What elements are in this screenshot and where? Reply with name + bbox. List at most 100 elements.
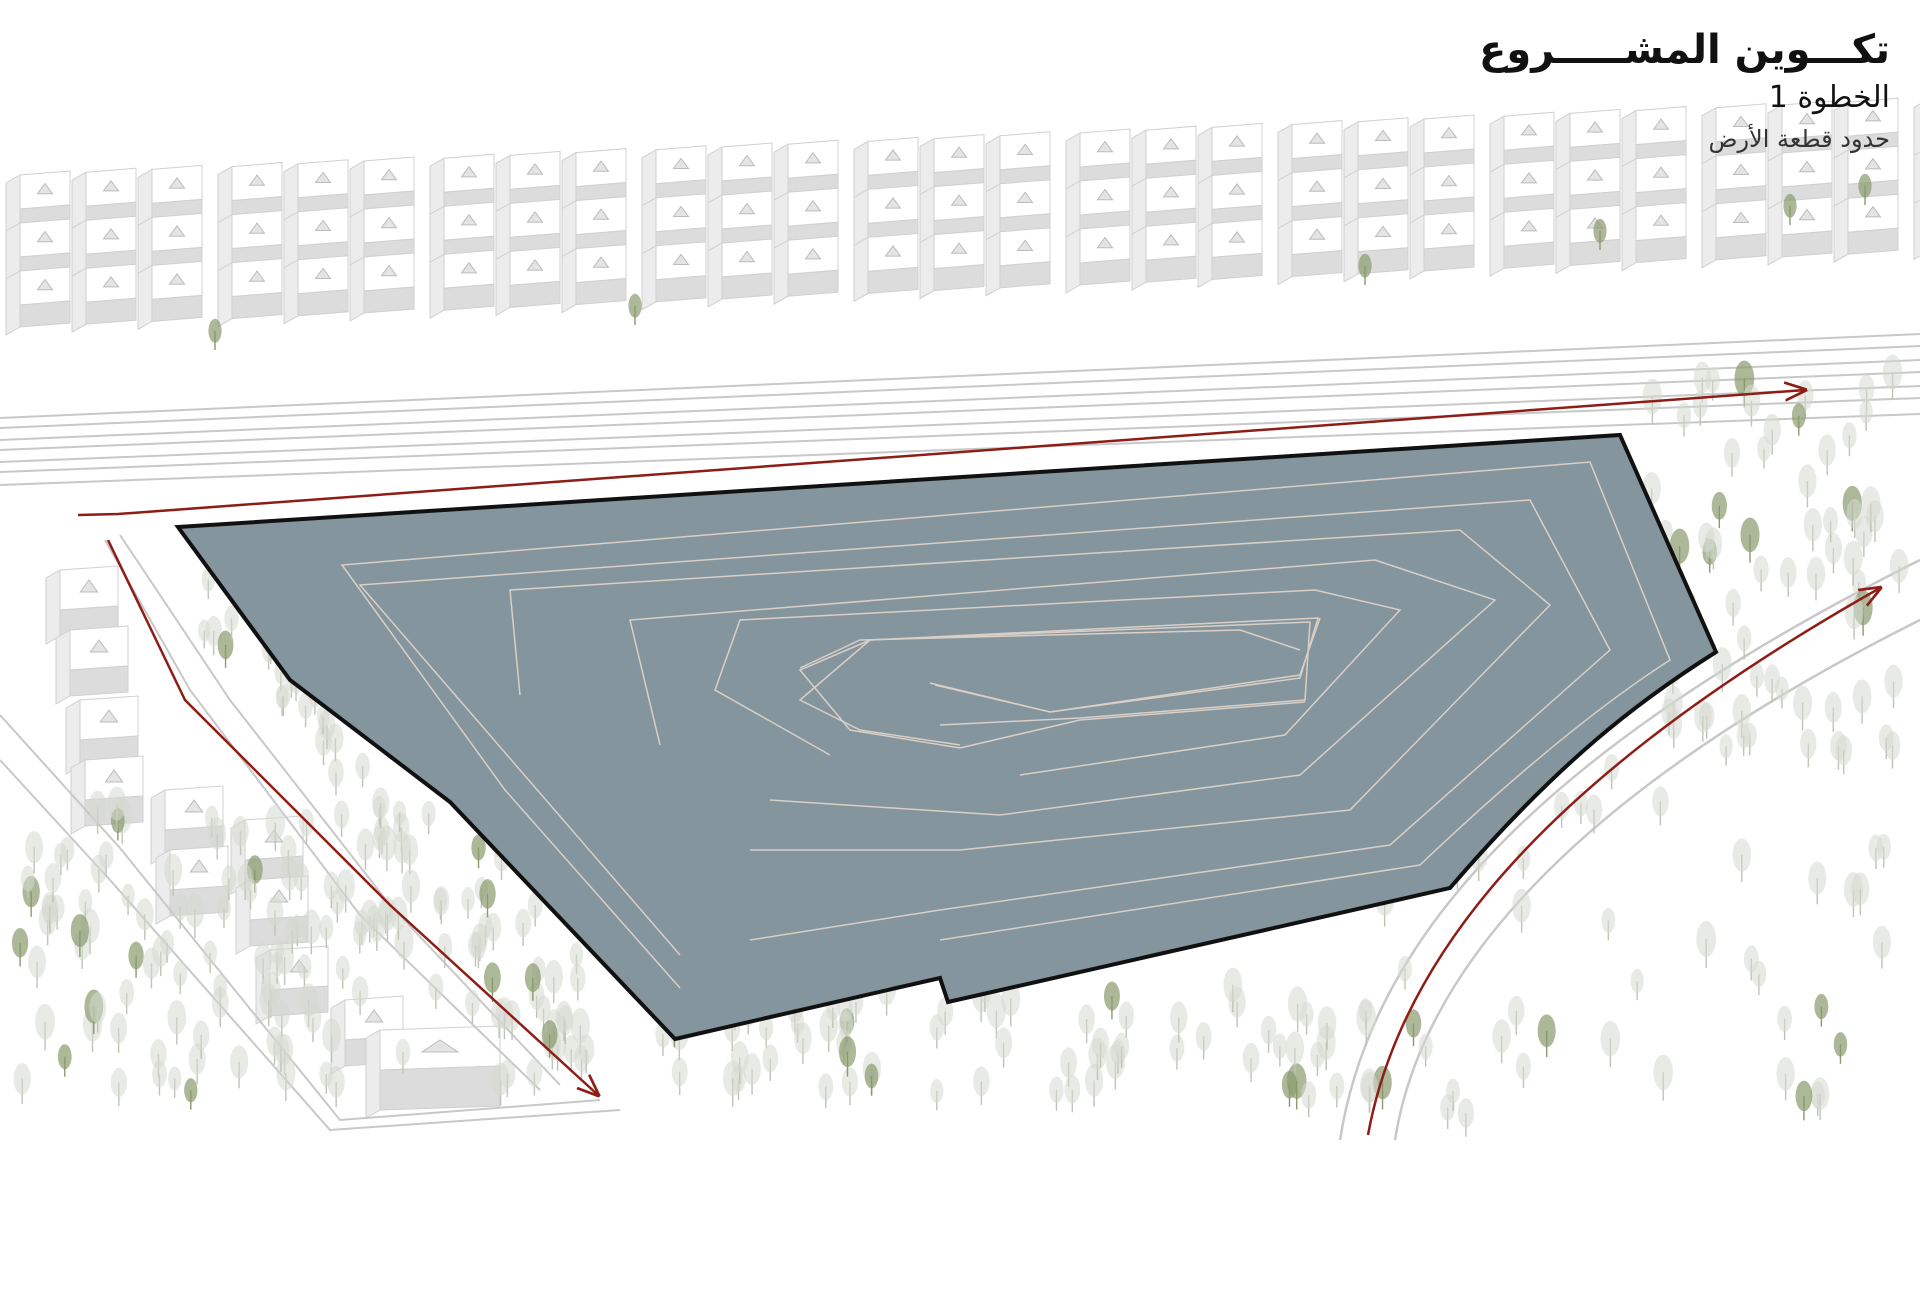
building xyxy=(1833,193,1899,264)
tree-icon xyxy=(1242,1042,1260,1083)
tree-icon xyxy=(160,930,174,963)
tree-icon xyxy=(1749,662,1764,697)
building xyxy=(1555,156,1621,227)
building xyxy=(985,227,1051,297)
building xyxy=(55,625,129,705)
tree-icon xyxy=(541,1020,558,1058)
tree-icon xyxy=(188,1043,206,1085)
tree-icon xyxy=(1653,1054,1673,1101)
tree-icon xyxy=(224,605,239,640)
building xyxy=(71,263,137,334)
tree-icon xyxy=(377,825,397,871)
tree-icon xyxy=(284,916,300,954)
building xyxy=(561,244,627,314)
tree-icon xyxy=(1889,548,1909,594)
building xyxy=(5,266,71,336)
tree-icon xyxy=(485,912,502,951)
tree-icon xyxy=(20,865,35,899)
tree-icon xyxy=(266,895,284,936)
tree-icon xyxy=(272,1033,290,1072)
tree-icon xyxy=(937,997,954,1035)
tree-icon xyxy=(232,816,249,856)
east-boundary-arrow xyxy=(1366,588,1880,1136)
tree-icon xyxy=(461,886,475,919)
building xyxy=(1913,103,1920,165)
tree-icon xyxy=(1858,173,1872,205)
tree-icon xyxy=(1694,700,1712,742)
tree-icon xyxy=(1852,679,1872,724)
building xyxy=(1913,151,1920,213)
building xyxy=(1621,106,1687,176)
tree-icon xyxy=(1884,664,1903,708)
tree-icon xyxy=(25,831,44,874)
tree-icon xyxy=(208,817,227,860)
tree-icon xyxy=(973,1066,990,1106)
tree-icon xyxy=(193,1020,210,1059)
building xyxy=(1131,125,1197,196)
tree-icon xyxy=(217,630,234,668)
building xyxy=(1489,111,1555,182)
tree-icon xyxy=(1652,786,1669,826)
tree-icon xyxy=(1711,491,1727,529)
tree-icon xyxy=(1492,1019,1511,1064)
tree-icon xyxy=(167,1000,187,1045)
tree-icon xyxy=(392,800,407,833)
tree-icon xyxy=(986,993,1006,1039)
tree-icon xyxy=(1301,1081,1317,1117)
tree-icon xyxy=(1814,993,1829,1027)
building xyxy=(1701,151,1767,221)
tree-icon xyxy=(1512,888,1531,933)
tree-icon xyxy=(759,1014,774,1049)
tree-icon xyxy=(119,979,135,1015)
tree-icon xyxy=(88,790,107,834)
tree-icon xyxy=(230,1045,249,1089)
boundary-arrows xyxy=(77,390,1880,1136)
tree-icon xyxy=(1329,1072,1345,1108)
tree-icon xyxy=(544,959,563,1004)
step-label: الخطوة 1 xyxy=(1768,80,1890,115)
building xyxy=(919,230,985,300)
tree-icon xyxy=(1457,1098,1475,1137)
tree-icon xyxy=(1223,967,1243,1013)
tree-icon xyxy=(1791,403,1806,436)
tree-icon xyxy=(265,804,286,852)
tree-icon xyxy=(319,1061,334,1095)
tree-icon xyxy=(319,914,334,949)
tree-icon xyxy=(628,293,642,325)
tree-icon xyxy=(1446,1078,1460,1112)
tree-icon xyxy=(468,931,483,967)
tree-icon xyxy=(237,863,253,900)
tree-icon xyxy=(393,831,411,874)
tree-icon xyxy=(1516,845,1531,879)
building xyxy=(641,241,707,311)
tree-icon xyxy=(1740,517,1760,563)
tree-icon xyxy=(1604,754,1620,790)
building xyxy=(65,695,139,775)
tree-icon xyxy=(671,1057,688,1095)
tree-icon xyxy=(1537,1014,1556,1058)
tree-icon xyxy=(1114,1032,1130,1069)
tree-icon xyxy=(1078,1004,1095,1044)
tree-icon xyxy=(1876,833,1891,868)
building xyxy=(1621,154,1687,224)
tree-icon xyxy=(1600,1020,1621,1068)
tree-icon xyxy=(168,1066,182,1098)
building xyxy=(707,238,773,308)
tree-icon xyxy=(1601,907,1616,941)
site-plot xyxy=(174,432,1719,1042)
tree-icon xyxy=(1872,925,1891,969)
tree-icon xyxy=(479,879,496,918)
tree-icon xyxy=(1573,790,1588,825)
tree-icon xyxy=(89,992,107,1033)
tree-icon xyxy=(864,1063,879,1096)
tree-icon xyxy=(110,1012,128,1053)
tree-icon xyxy=(818,1073,834,1109)
tree-icon xyxy=(205,616,222,656)
building xyxy=(283,255,349,325)
tree-icon xyxy=(107,786,127,831)
tree-icon xyxy=(378,896,397,941)
tree-icon xyxy=(1170,1001,1188,1043)
west-boundary-arrow xyxy=(106,539,598,1095)
building xyxy=(429,249,495,320)
